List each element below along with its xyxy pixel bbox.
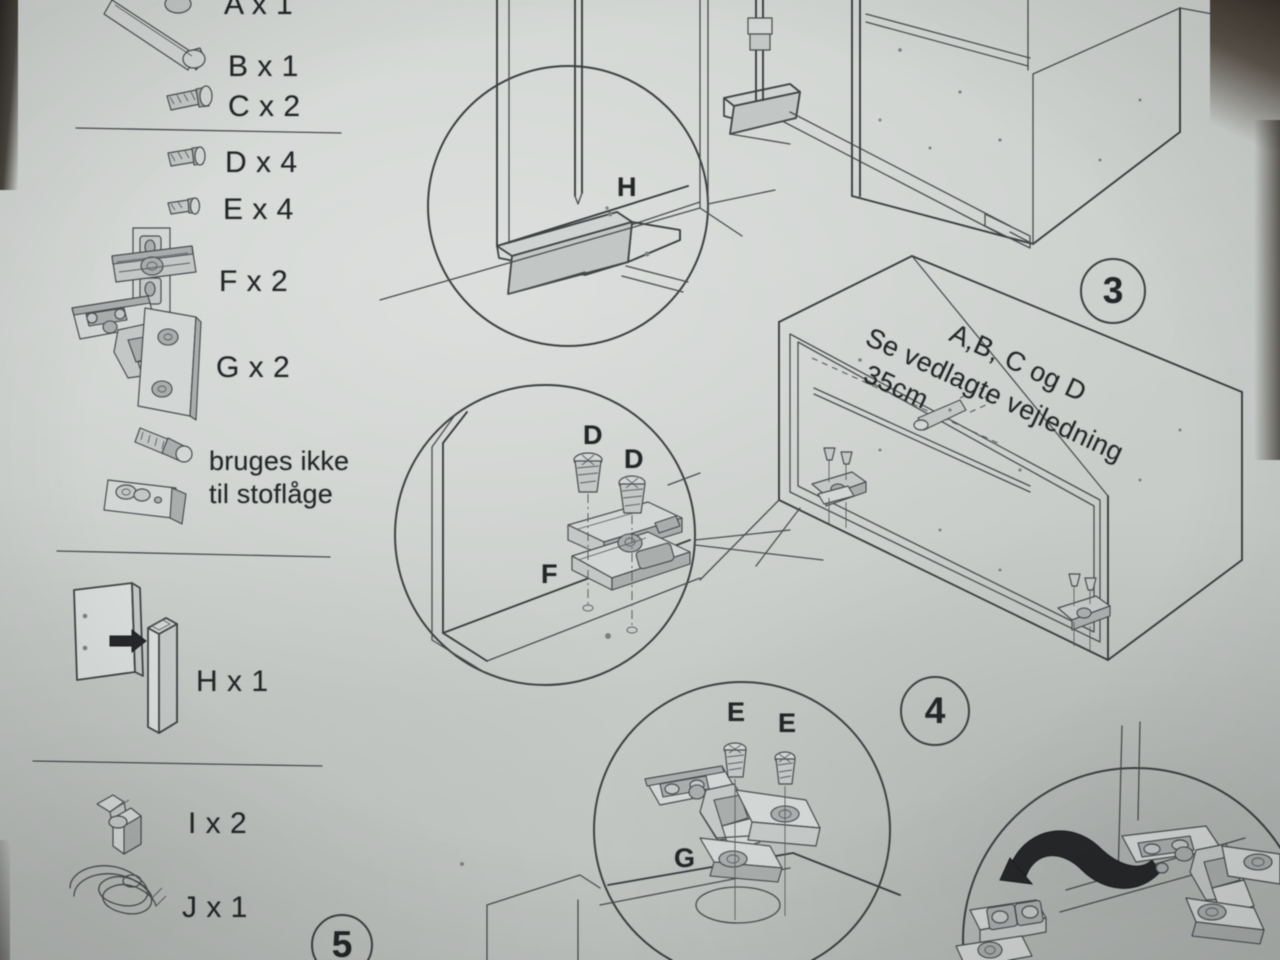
callout-screw-e-right: E: [778, 708, 797, 738]
part-label-C: C x 2: [228, 90, 301, 123]
callout-screw-d-left: D: [583, 420, 603, 450]
step-number-3: 3: [1102, 270, 1124, 311]
note-line-1: bruges ikke: [209, 446, 350, 476]
part-label-F: F x 2: [219, 265, 289, 298]
note-line-2: til stoflåge: [209, 479, 333, 509]
part-label-D: D x 4: [225, 146, 298, 179]
callout-detail-h: H: [617, 172, 637, 202]
part-label-B: B x 1: [228, 50, 299, 83]
step-number-4: 4: [924, 690, 946, 731]
part-label-G: G x 2: [216, 351, 291, 384]
callout-plate-f: F: [541, 559, 558, 589]
callout-hinge-g: G: [674, 843, 696, 873]
callout-screw-e-left: E: [727, 697, 746, 727]
step-badge-3: 3: [1081, 259, 1145, 323]
part-label-H: H x 1: [196, 665, 269, 698]
part-label-E: E x 4: [223, 193, 294, 226]
part-label-A: A x 1: [224, 0, 294, 21]
part-label-J: J x 1: [182, 891, 248, 924]
callout-screw-d-right: D: [624, 444, 644, 474]
step-badge-5: 5: [312, 915, 372, 960]
part-label-I: I x 2: [188, 807, 248, 840]
step-number-5: 5: [331, 924, 353, 960]
step-badge-4: 4: [901, 677, 969, 745]
